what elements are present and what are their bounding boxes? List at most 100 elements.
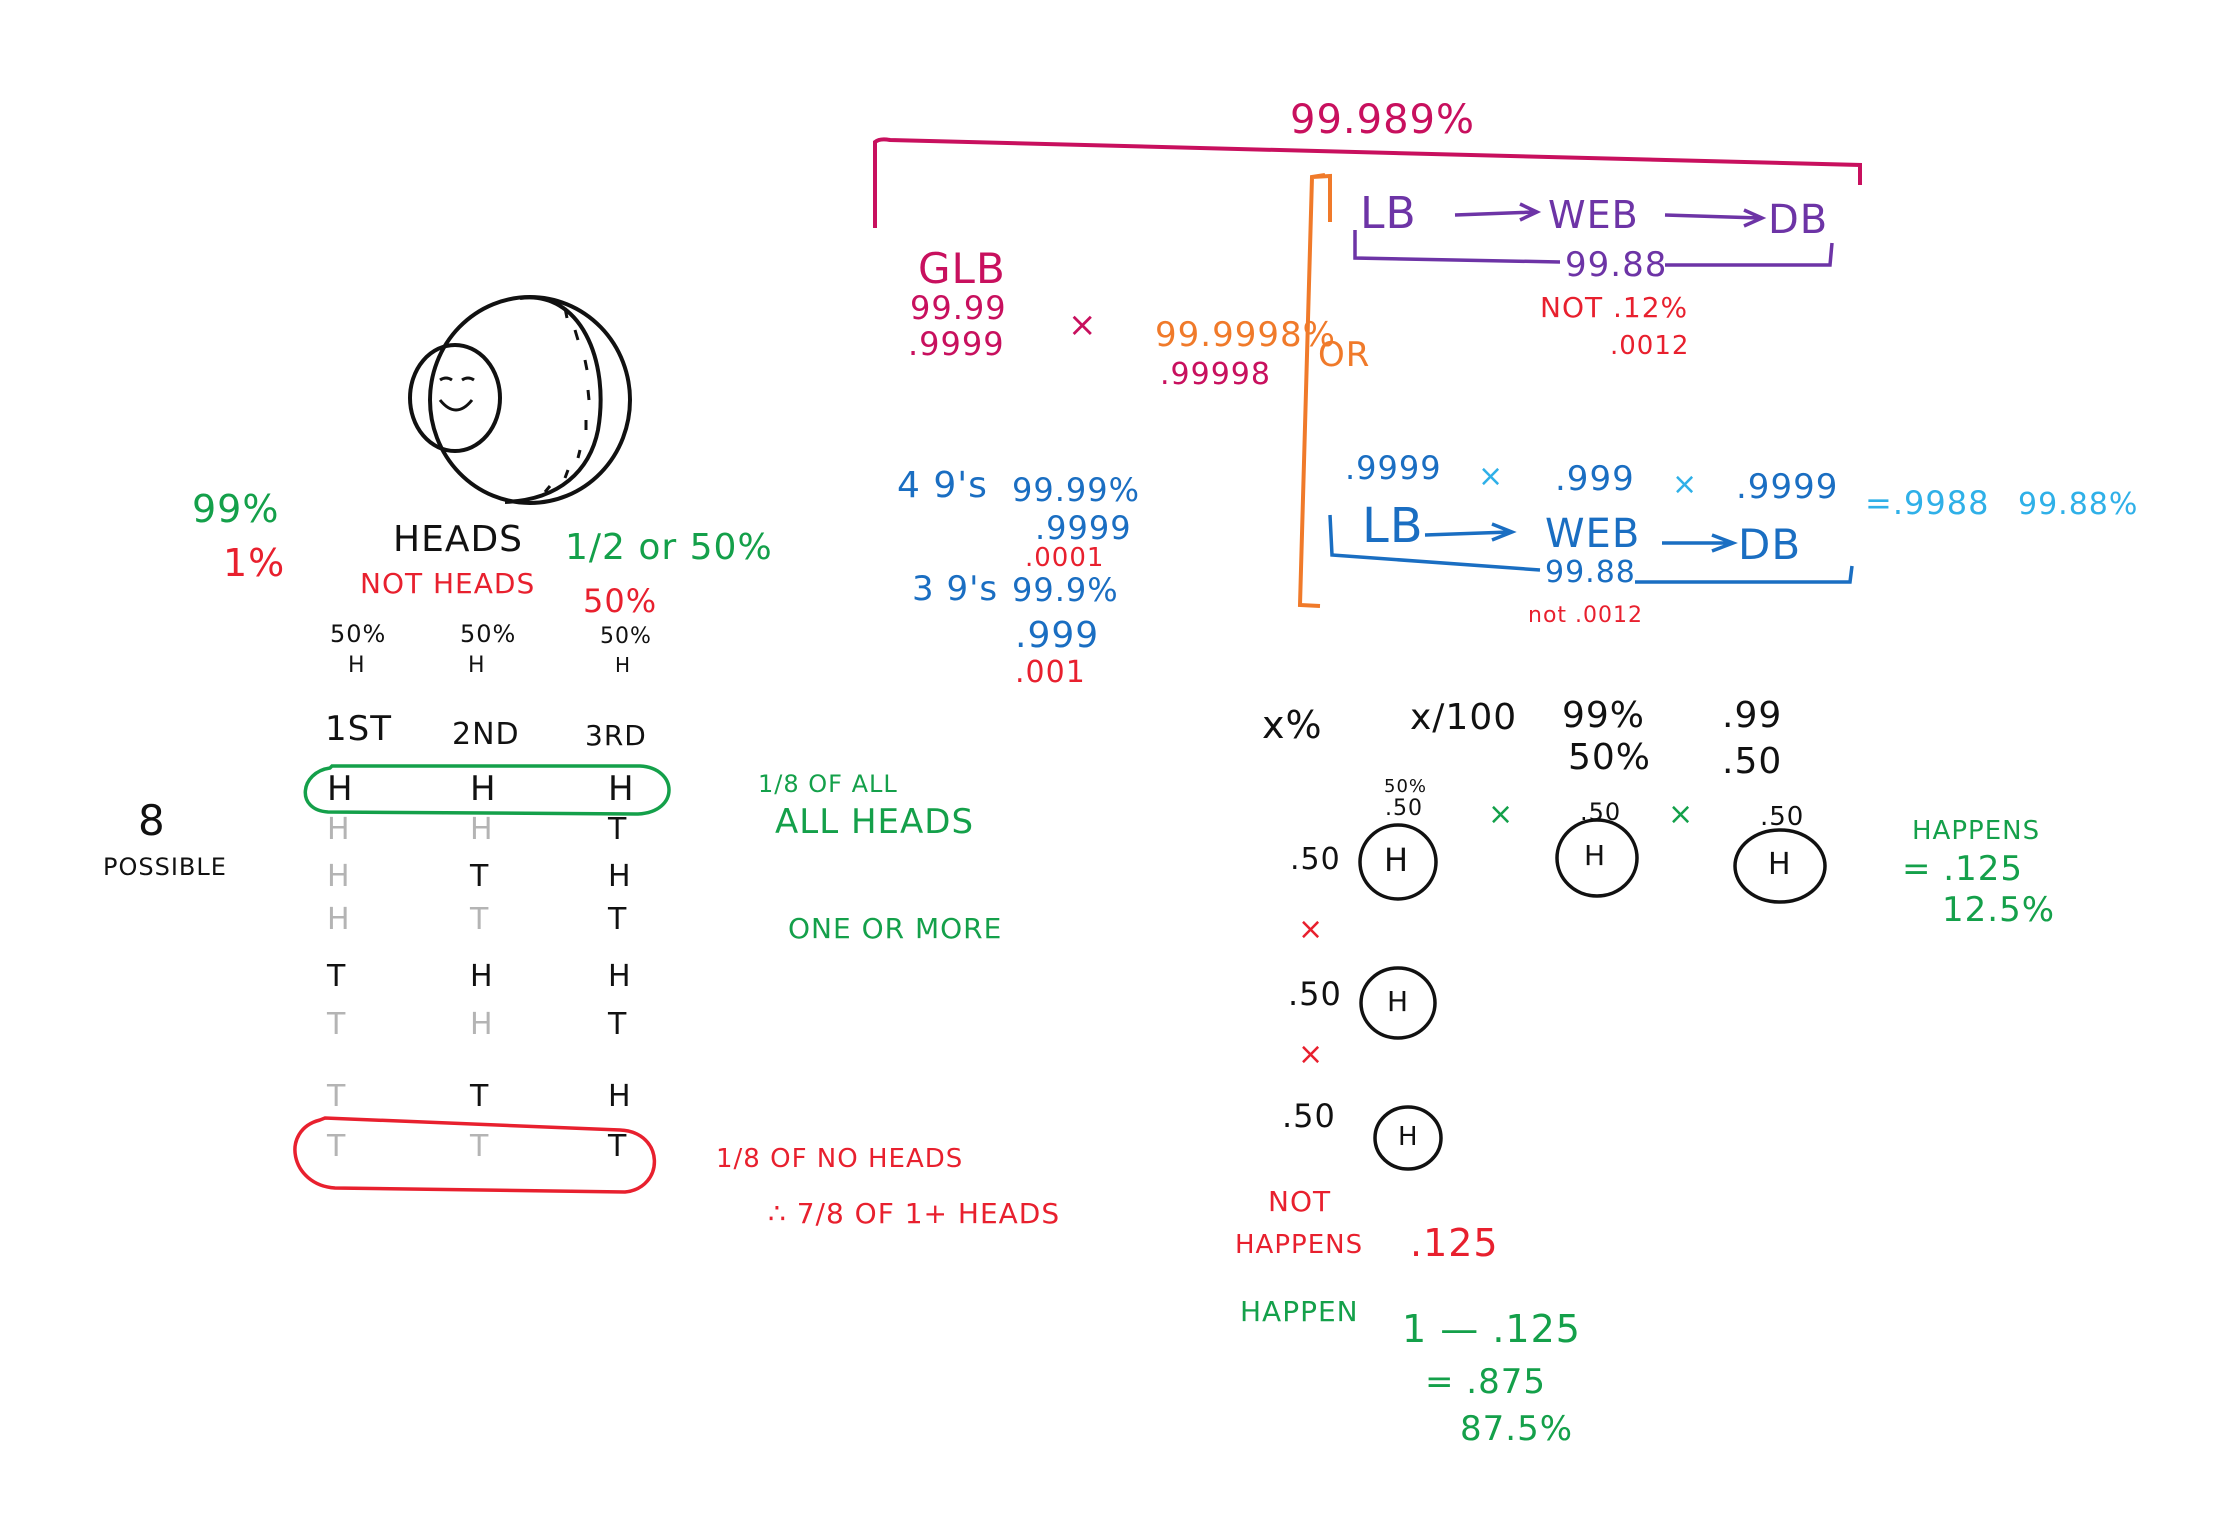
flip2-prob: 50% xyxy=(460,620,517,648)
or-bracket xyxy=(1297,173,1332,608)
coin-icon xyxy=(408,295,632,505)
happens-label: HAPPENS xyxy=(1912,816,2041,846)
multiply-sign: × xyxy=(1068,305,1098,345)
not-label: NOT xyxy=(1268,1185,1332,1218)
x-percent: x% xyxy=(1262,703,1323,747)
three-nines-failure: .001 xyxy=(1015,655,1086,690)
blue-lb: LB xyxy=(1362,498,1424,554)
coin4-h: H xyxy=(1387,985,1410,1018)
purple-chain-value: 99.88 xyxy=(1565,245,1668,285)
purple-chain-lines xyxy=(1353,202,1834,267)
outcome-cell: H xyxy=(327,769,354,809)
outcome-cell: H xyxy=(608,959,632,994)
purple-not-decimal: .0012 xyxy=(1610,331,1690,361)
outcome-cell: H xyxy=(470,1007,494,1042)
flip3-prob: 50% xyxy=(600,624,652,649)
no-heads-label: 1/8 OF NO HEADS xyxy=(716,1144,964,1174)
flip1-prob: 50% xyxy=(330,620,387,648)
purple-db: DB xyxy=(1768,197,1829,243)
or-label: OR xyxy=(1318,335,1371,375)
multiply-1: × xyxy=(1488,797,1515,832)
three-nines-label: 3 9's xyxy=(912,569,999,609)
four-nines-label: 4 9's xyxy=(897,465,988,506)
p50-percent: 50% xyxy=(1568,737,1652,778)
purple-lb: LB xyxy=(1360,188,1417,239)
outcome-cell: H xyxy=(327,812,351,847)
flip3-outcome: H xyxy=(615,653,632,677)
coin1-h: H xyxy=(1384,841,1410,879)
blue-chain-value: 99.88 xyxy=(1545,555,1636,590)
outcome-cell: T xyxy=(470,902,490,937)
three-nines-percent: 99.9% xyxy=(1012,571,1119,609)
blue-not-value: not .0012 xyxy=(1528,603,1644,628)
three-nines-decimal: .999 xyxy=(1015,615,1100,656)
outcome-cell: T xyxy=(608,1129,628,1164)
coin3-h: H xyxy=(1768,847,1792,882)
outcome-cell: T xyxy=(470,1129,490,1164)
chain-value-web: .999 xyxy=(1555,459,1635,499)
outcome-cell: T xyxy=(470,1079,490,1114)
heads-label: HEADS xyxy=(393,519,524,560)
top-bracket xyxy=(873,137,1862,228)
d99-decimal: .99 xyxy=(1722,695,1783,736)
p99-percent: 99% xyxy=(1562,695,1646,736)
col-value-1: .50 xyxy=(1290,842,1341,877)
chain-value-lb: .9999 xyxy=(1345,449,1442,487)
all-heads-loop xyxy=(303,764,671,816)
multiply-2: × xyxy=(1668,797,1695,832)
outcome-cell: T xyxy=(608,1007,628,1042)
chain-result-decimal: =.9988 xyxy=(1865,484,1990,522)
outcome-cell: H xyxy=(327,902,351,937)
combined-decimal: .99998 xyxy=(1160,357,1271,392)
four-nines-decimal: .9999 xyxy=(1035,509,1132,547)
glb-decimal: .9999 xyxy=(908,325,1005,363)
glb-label: GLB xyxy=(918,244,1006,293)
top-label-pct: 50% xyxy=(1384,776,1428,797)
col-value-3: .50 xyxy=(1282,1097,1336,1135)
outcome-cell: T xyxy=(470,859,490,894)
blue-db: DB xyxy=(1738,520,1802,569)
happen-label: HAPPEN xyxy=(1240,1295,1359,1328)
header-2nd: 2ND xyxy=(452,717,520,752)
blue-web: WEB xyxy=(1545,511,1641,557)
outcome-cell: T xyxy=(327,1129,347,1164)
top-total-availability: 99.989% xyxy=(1290,97,1475,143)
purple-web: WEB xyxy=(1548,193,1639,237)
not-happens-value: .125 xyxy=(1410,1221,1499,1265)
one-or-more-label: ONE OR MORE xyxy=(788,912,1003,945)
outcome-cell: T xyxy=(327,1007,347,1042)
col-multiply-1: × xyxy=(1298,912,1325,947)
label-1pct: 1% xyxy=(223,541,286,585)
outcome-cell: H xyxy=(470,959,494,994)
outcome-cell: H xyxy=(327,859,351,894)
flip2-outcome: H xyxy=(468,653,486,678)
col-value-2: .50 xyxy=(1288,975,1342,1013)
flip1-outcome: H xyxy=(348,653,366,678)
header-1st: 1ST xyxy=(325,709,392,749)
not-heads-label: NOT HEADS xyxy=(360,567,536,600)
glb-percent: 99.99 xyxy=(910,289,1007,327)
coin2-h: H xyxy=(1584,839,1607,872)
coin-circles xyxy=(1358,818,1827,1171)
not-heads-probability: 50% xyxy=(583,582,658,620)
coin1-top-label: .50 xyxy=(1385,796,1423,821)
combined-percent: 99.9998% xyxy=(1155,315,1336,355)
outcome-cell: T xyxy=(327,959,347,994)
outcome-cell: T xyxy=(327,1079,347,1114)
col-multiply-2: × xyxy=(1298,1037,1325,1072)
coin3-top-label: .50 xyxy=(1760,802,1805,832)
outcome-cell: H xyxy=(470,769,497,809)
happen-percent: 87.5% xyxy=(1460,1409,1574,1449)
all-heads-fraction: 1/8 OF ALL xyxy=(758,770,898,798)
one-plus-heads-label: ∴ 7/8 OF 1+ HEADS xyxy=(768,1197,1061,1230)
heads-probability: 1/2 or 50% xyxy=(565,527,773,568)
chain-result-percent: 99.88% xyxy=(2018,487,2139,522)
happen-calculation: 1 — .125 xyxy=(1402,1307,1581,1351)
chain-times-1: × xyxy=(1478,459,1505,494)
coin5-h: H xyxy=(1398,1122,1419,1152)
x-over-100: x/100 xyxy=(1410,697,1518,738)
outcome-cell: H xyxy=(608,859,632,894)
outcome-cell: T xyxy=(608,812,628,847)
